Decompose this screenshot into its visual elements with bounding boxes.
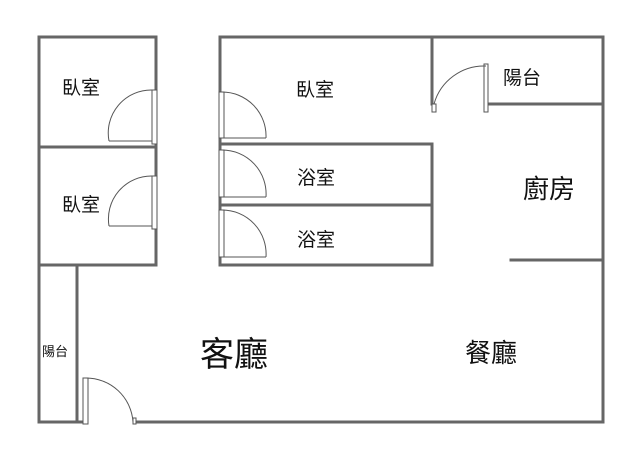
door-bedroom-top-center [218, 91, 267, 139]
door-bedroom-top-left [107, 89, 158, 145]
label-living-room: 客廳 [200, 335, 268, 375]
room-labels: 臥室 臥室 臥室 浴室 浴室 陽台 廚房 陽台 客廳 餐廳 [42, 67, 575, 375]
door-bathroom-lower [218, 209, 267, 258]
door-bathroom-upper [218, 149, 267, 198]
label-dining-room: 餐廳 [465, 339, 517, 369]
label-balcony-left: 陽台 [42, 345, 68, 360]
label-bedroom-top-left: 臥室 [62, 77, 100, 99]
label-bedroom-mid-left: 臥室 [62, 194, 100, 216]
door-balcony-top-right [431, 63, 489, 113]
doors [82, 63, 489, 425]
label-balcony-top-right: 陽台 [503, 67, 541, 89]
label-bathroom-lower: 浴室 [297, 229, 335, 251]
label-bedroom-top-center: 臥室 [296, 79, 334, 101]
door-main-entrance [82, 377, 137, 425]
label-kitchen: 廚房 [523, 175, 575, 205]
walls [37, 35, 605, 424]
label-bathroom-upper: 浴室 [297, 167, 335, 189]
door-bedroom-mid-left [107, 175, 158, 230]
